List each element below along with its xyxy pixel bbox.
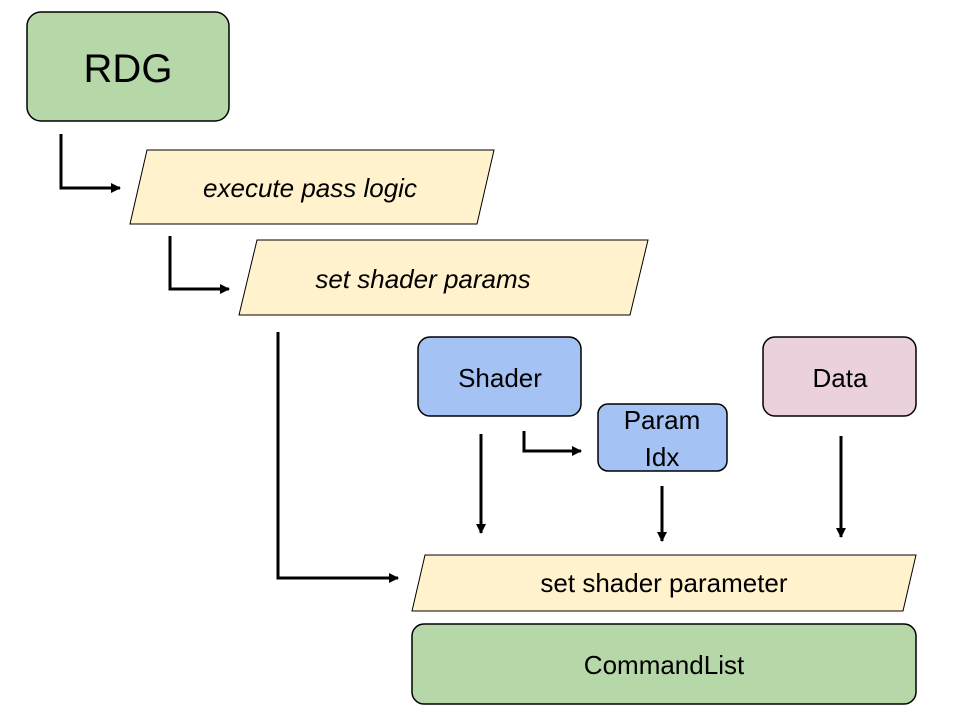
- node-command-list-label: CommandList: [584, 650, 745, 680]
- node-shader-label: Shader: [458, 363, 542, 393]
- node-set-shader-params: set shader params: [238, 239, 649, 316]
- node-data: Data: [762, 336, 917, 417]
- node-set-shader-params-label: set shader params: [315, 264, 530, 294]
- node-set-shader-parameter-label: set shader parameter: [540, 568, 787, 598]
- node-shader-box: [417, 336, 582, 417]
- edge-rdg-to-execute: [59, 134, 121, 193]
- edge-execute-to-set-params: [168, 236, 230, 294]
- node-execute-pass-logic: execute pass logic: [129, 149, 495, 225]
- node-param-idx-box: [597, 403, 728, 472]
- node-data-box: [762, 336, 917, 417]
- node-set-shader-params-shape: [238, 239, 649, 316]
- node-command-list: CommandList: [411, 623, 917, 705]
- edge-shader-to-param-idx: [522, 431, 582, 456]
- node-command-list-box: [411, 623, 917, 705]
- node-param-idx-label-line1: Param: [624, 405, 701, 435]
- node-shader: Shader: [417, 336, 582, 417]
- node-rdg-label: RDG: [84, 47, 173, 91]
- node-rdg-box: [26, 11, 230, 122]
- node-set-shader-parameter: set shader parameter: [411, 554, 917, 612]
- node-set-shader-parameter-shape: [411, 554, 917, 612]
- node-data-label: Data: [813, 363, 868, 393]
- node-execute-pass-logic-label: execute pass logic: [203, 173, 417, 203]
- edge-set-params-to-set-parameter: [276, 332, 399, 583]
- node-param-idx: Param Idx: [597, 403, 728, 472]
- node-execute-pass-logic-shape: [129, 149, 495, 225]
- node-rdg: RDG: [26, 11, 230, 122]
- node-param-idx-label-line2: Idx: [645, 442, 680, 472]
